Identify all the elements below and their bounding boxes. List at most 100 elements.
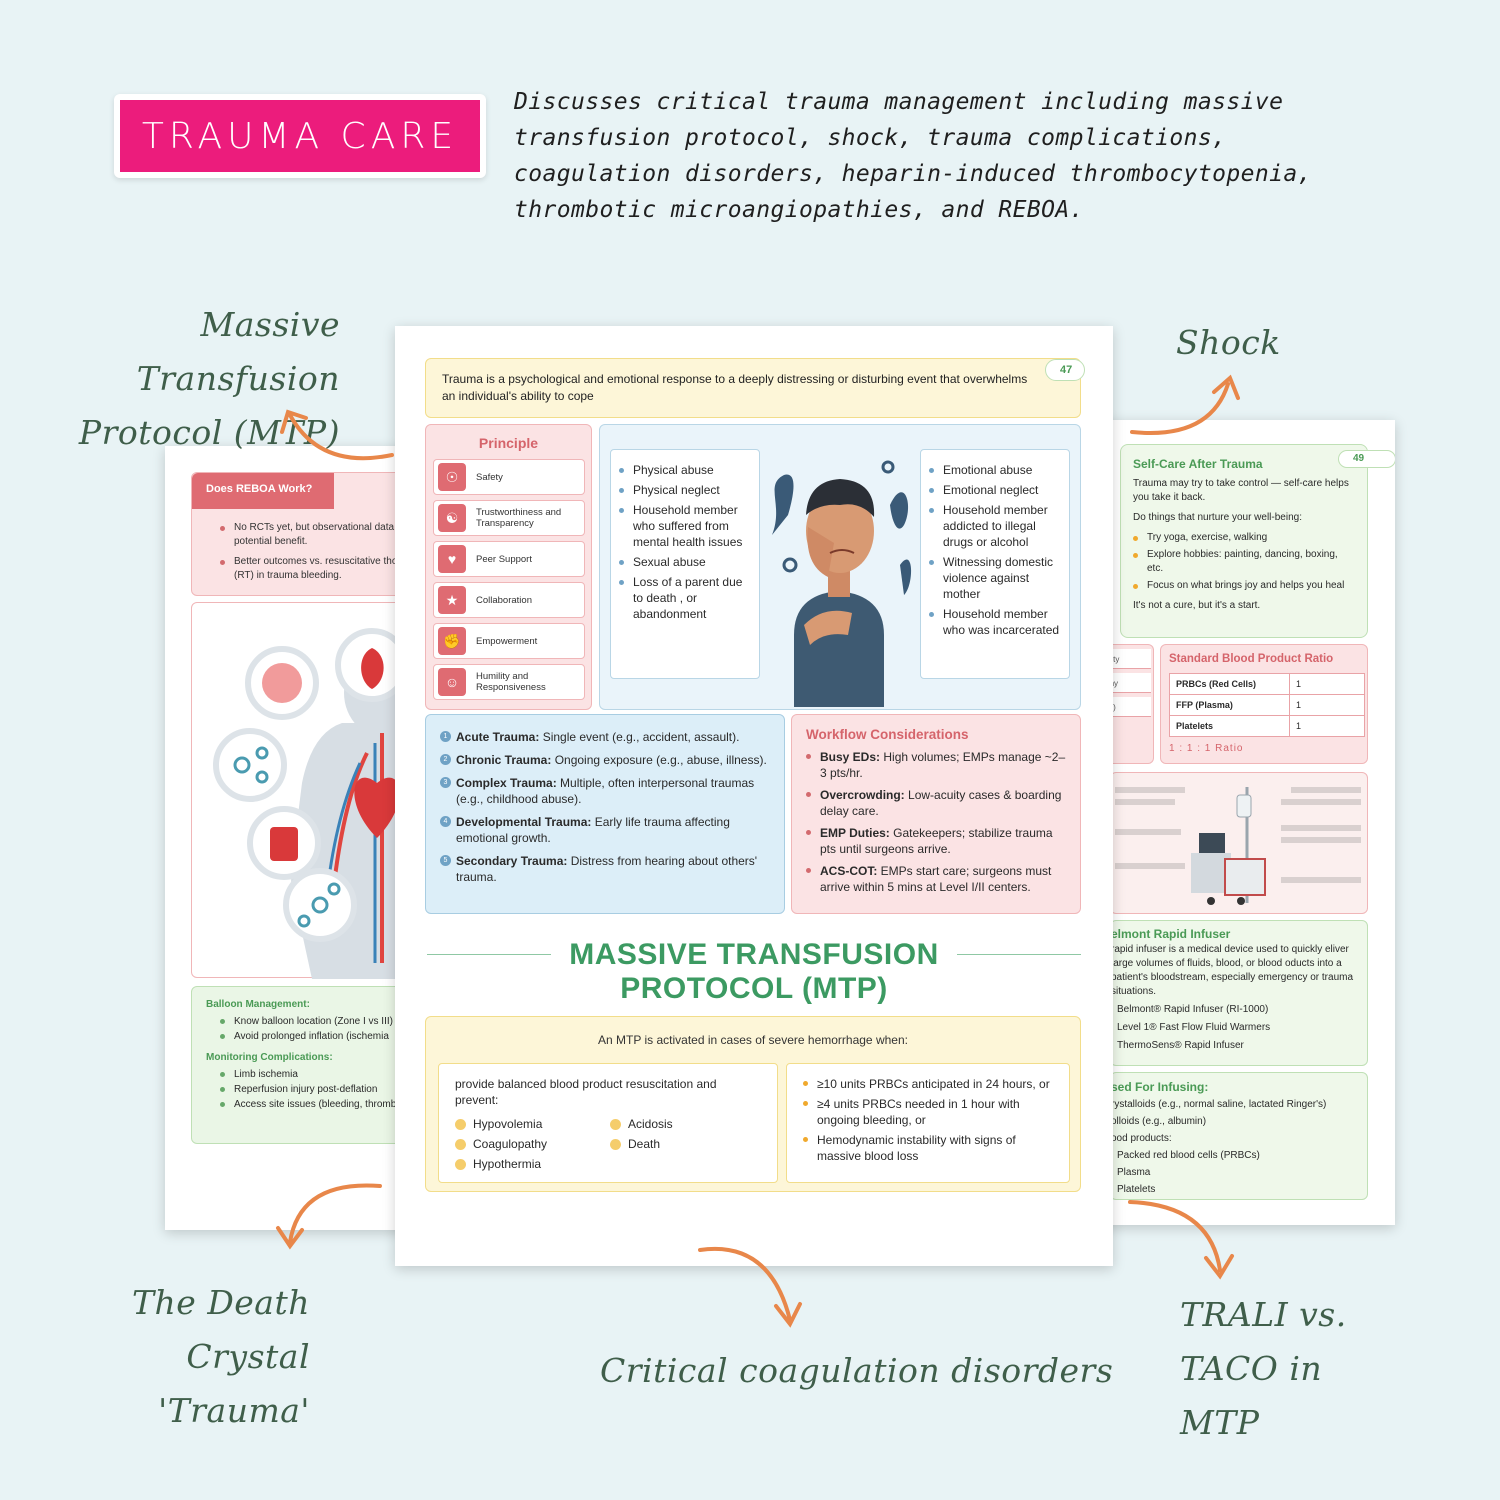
mtp-prevent-text: provide balanced blood product resuscita…	[455, 1077, 717, 1107]
workflow-item: Overcrowding: Low-acuity cases & boardin…	[806, 787, 1066, 819]
reboa-box: Does REBOA Work? No RCTs yet, but observ…	[191, 472, 425, 596]
blood-ratio-box: Standard Blood Product Ratio PRBCs (Red …	[1160, 644, 1368, 764]
ratio-name: Platelets	[1169, 715, 1290, 737]
shield-icon: ☉	[438, 463, 466, 491]
principle-label: Safety	[476, 471, 503, 483]
page-number-49: 49	[1338, 450, 1395, 468]
number-badge: 2	[440, 754, 451, 765]
trauma-type-term: Complex Trauma:	[456, 776, 557, 790]
principle-item: ☺Humility and Responsiveness	[433, 664, 585, 700]
used-item: Packed red blood cells (PRBCs)	[1117, 1150, 1260, 1161]
principle-item: ✊ Empowerment	[433, 623, 585, 659]
handshake-icon: ☯	[438, 504, 466, 532]
trauma-type-term: Secondary Trauma:	[456, 854, 568, 868]
ratio-value: 1	[1289, 694, 1365, 716]
used-item: rystalloids (e.g., normal saline, lactat…	[1111, 1099, 1327, 1110]
self-care-item: Focus on what brings joy and helps you h…	[1133, 579, 1355, 593]
trauma-type-desc: Distress from hearing about others' trau…	[456, 854, 758, 884]
label-massive-transfusion: Massive Transfusion Protocol (MTP)	[70, 298, 340, 460]
aces-item: Physical abuse	[619, 462, 751, 478]
label-trali-taco: TRALI vs. TACO in MTP	[1180, 1288, 1420, 1450]
label-line: TRALI vs. TACO in	[1180, 1295, 1347, 1388]
monitor-title: Monitoring Complications:	[206, 1052, 333, 1063]
aces-item: Emotional neglect	[929, 482, 1061, 498]
trauma-type-desc: Ongoing exposure (e.g., abuse, illness).	[551, 753, 767, 767]
mtp-title-line2: PROTOCOL (MTP)	[620, 972, 888, 1005]
monitor-item: Limb ischemia	[220, 1067, 425, 1082]
label-line: The Death Crystal	[132, 1283, 310, 1376]
trauma-definition: Trauma is a psychological and emotional …	[425, 358, 1081, 418]
principle-item: ☯ Trustworthiness and Transparency	[433, 500, 585, 536]
page-preview-right: Self-Care After Trauma Trauma may try to…	[1090, 420, 1395, 1225]
trauma-type-item: 5 Secondary Trauma: Distress from hearing…	[440, 853, 770, 885]
aces-item: Physical neglect	[619, 482, 751, 498]
title-badge-text: TRAUMA CARE	[120, 100, 480, 172]
mtp-criterion: ≥4 units PRBCs needed in 1 hour with ong…	[803, 1096, 1053, 1128]
principle-label: Humility and Responsiveness	[476, 671, 546, 693]
workflow-desc: EMPs start care; surgeons must arrive wi…	[820, 864, 1052, 894]
workflow-desc: High volumes; EMPs manage ~2–3 pts/hr.	[820, 750, 1066, 780]
principle-label: Collaboration	[476, 594, 532, 606]
fist-icon: ✊	[438, 627, 466, 655]
reboa-item: No RCTs yet, but observational data pote…	[220, 521, 425, 549]
prevent-item: Death	[610, 1136, 750, 1152]
aces-list-left: Physical abuse Physical neglect Househol…	[610, 449, 760, 679]
principle-label: Peer Support	[476, 553, 532, 565]
mtp-criterion: Hemodynamic instability with signs of ma…	[803, 1132, 1053, 1164]
belmont-title: elmont Rapid Infuser	[1111, 927, 1231, 941]
principle-box: Principle ☉Safety ☯Trustworthiness and T…	[425, 424, 592, 710]
label-line: Protocol (MTP)	[78, 413, 340, 452]
ratio-title: Standard Blood Product Ratio	[1169, 653, 1334, 665]
aces-list-right: Emotional abuse Emotional neglect Househ…	[920, 449, 1070, 679]
workflow-item: Busy EDs: High volumes; EMPs manage ~2–3…	[806, 749, 1066, 781]
principle-item: ★ Collaboration	[433, 582, 585, 618]
prevent-item: Hypothermia	[455, 1156, 610, 1172]
table-row: FFP (Plasma)1	[1169, 694, 1365, 716]
page-preview-center: Trauma is a psychological and emotional …	[395, 326, 1113, 1266]
self-care-outro: It's not a cure, but it's a start.	[1133, 600, 1261, 611]
balloon-item: Know balloon location (Zone I vs III) & …	[220, 1014, 425, 1029]
workflow-term: Busy EDs:	[820, 750, 881, 764]
self-care-sub: Do things that nurture your well-being:	[1133, 512, 1302, 523]
principle-label: Trustworthiness and Transparency	[476, 507, 562, 529]
used-item: ood products:	[1111, 1133, 1172, 1144]
aces-item: Emotional abuse	[929, 462, 1061, 478]
trauma-type-term: Chronic Trauma:	[456, 753, 552, 767]
ratio-name: FFP (Plasma)	[1169, 694, 1290, 716]
label-line: MTP	[1180, 1403, 1260, 1442]
principle-label: Empowerment	[476, 635, 538, 647]
balloon-item: Avoid prolonged inflation (ischemia	[220, 1029, 425, 1044]
trauma-type-desc: Single event (e.g., accident, assault).	[539, 730, 740, 744]
intro-text: Discusses critical trauma management inc…	[514, 89, 1312, 223]
monitor-item: Access site issues (bleeding, thromb	[220, 1097, 425, 1112]
distressed-person-illustration	[764, 435, 914, 707]
ratio-value: 1	[1289, 715, 1365, 737]
self-care-intro: Trauma may try to take control — self-ca…	[1133, 478, 1349, 503]
belmont-box: elmont Rapid Infuser rapid infuser is a …	[1110, 920, 1368, 1066]
anatomy-illustration	[191, 602, 425, 979]
belmont-item: ThermoSens® Rapid Infuser	[1117, 1040, 1244, 1051]
infuser-illustration	[1110, 772, 1368, 914]
self-care-title: Self-Care After Trauma	[1133, 457, 1263, 471]
used-item: Plasma	[1117, 1167, 1151, 1178]
workflow-box: Workflow Considerations Busy EDs: High v…	[791, 714, 1081, 914]
trauma-type-desc: Multiple, often interpersonal traumas (e…	[456, 776, 755, 806]
mtp-section-title: MASSIVE TRANSFUSION PROTOCOL (MTP)	[395, 938, 1113, 1006]
number-badge: 5	[440, 855, 451, 866]
ratio-name: PRBCs (Red Cells)	[1169, 673, 1290, 695]
workflow-item: ACS-COT: EMPs start care; surgeons must …	[806, 863, 1066, 895]
prevent-item: Hypovolemia	[455, 1116, 610, 1132]
prevent-item: Acidosis	[610, 1116, 750, 1132]
number-badge: 1	[440, 731, 451, 742]
used-title: sed For Infusing:	[1111, 1080, 1209, 1094]
collaboration-icon: ★	[438, 586, 466, 614]
mtp-box: An MTP is activated in cases of severe h…	[425, 1016, 1081, 1192]
workflow-term: EMP Duties:	[820, 826, 890, 840]
label-coagulation: Critical coagulation disorders	[600, 1351, 1114, 1390]
prevent-item: Coagulopathy	[455, 1136, 610, 1152]
label-shock: Shock	[1176, 323, 1281, 362]
